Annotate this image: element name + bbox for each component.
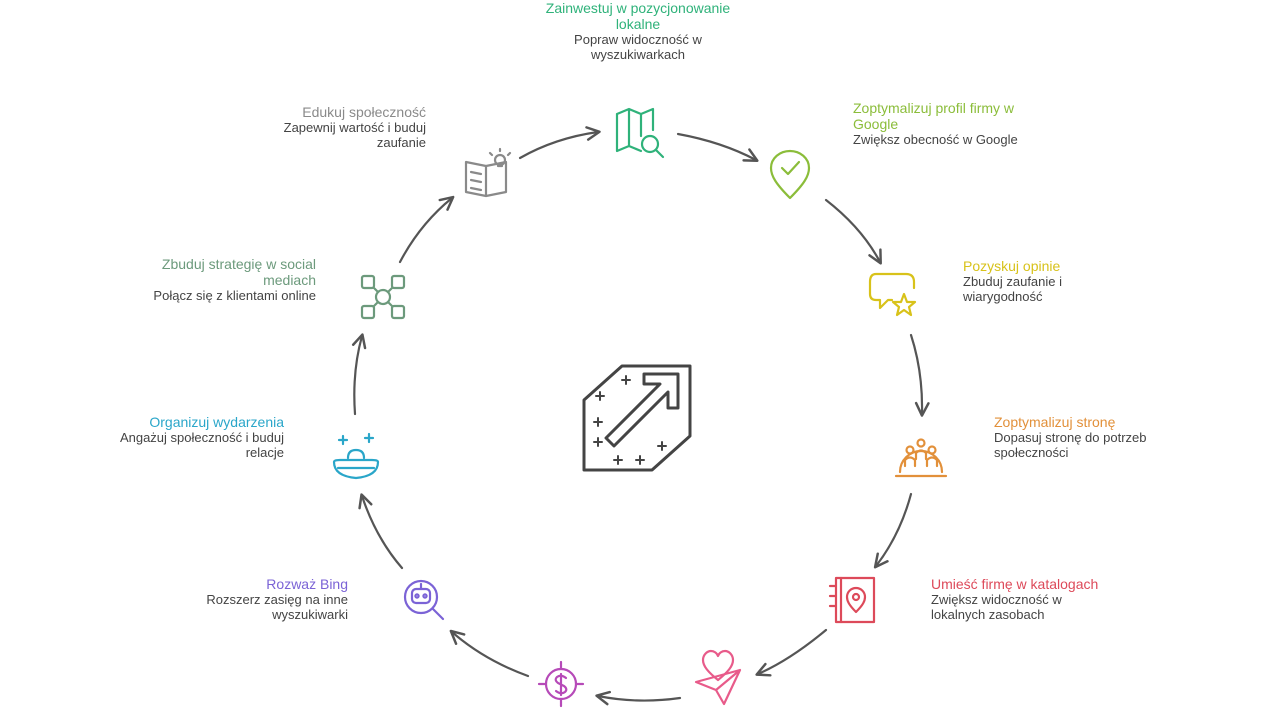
step-desc: Zwiększ widoczność w lokalnych zasobach xyxy=(931,592,1062,622)
arrow-google-to-reviews xyxy=(824,198,882,265)
arrow-website-to-directories xyxy=(873,492,913,569)
label-directories: Umieść firmę w katalogach Zwiększ widocz… xyxy=(931,576,1101,622)
label-reviews: Pozyskuj opinie Zbuduj zaufanie i wiaryg… xyxy=(963,258,1113,304)
step-title: Rozważ Bing xyxy=(266,576,348,592)
location-check-icon xyxy=(769,149,811,200)
label-events: Organizuj wydarzenia Angażuj społeczność… xyxy=(94,414,284,460)
social-network-icon xyxy=(360,274,406,320)
label-website: Zoptymalizuj stronę Dopasuj stronę do po… xyxy=(994,414,1184,460)
step-title: Zoptymalizuj stronę xyxy=(994,414,1116,430)
step-title: Edukuj społeczność xyxy=(302,104,426,120)
map-search-icon xyxy=(615,107,665,159)
step-desc: Zwiększ obecność w Google xyxy=(853,132,1018,147)
step-desc: Rozszerz zasięg na inne wyszukiwarki xyxy=(206,592,348,622)
book-idea-icon xyxy=(464,147,512,198)
heart-plane-icon xyxy=(694,649,742,706)
label-social: Zbuduj strategię w social mediach Połącz… xyxy=(120,256,316,303)
growth-arrow-icon xyxy=(582,364,692,472)
arrow-educate-to-local xyxy=(518,126,601,160)
step-title: Zoptymalizuj profil firmy w Google xyxy=(853,100,1015,132)
arrow-next-to-dollar xyxy=(595,690,682,706)
arrow-social-to-educate xyxy=(398,195,455,264)
arrow-directories-to-next xyxy=(755,628,828,677)
label-educate: Edukuj społeczność Zapewnij wartość i bu… xyxy=(244,104,426,150)
step-desc: Popraw widoczność w wyszukiwarkach xyxy=(574,32,702,62)
arrow-bing-to-events xyxy=(358,493,404,570)
label-google-profile: Zoptymalizuj profil firmy w Google Zwięk… xyxy=(853,100,1043,147)
arrow-local-to-google xyxy=(676,132,759,162)
arrow-events-to-social xyxy=(351,333,367,416)
step-title: Umieść firmę w katalogach xyxy=(931,576,1099,592)
step-title: Organizuj wydarzenia xyxy=(149,414,284,430)
robot-search-icon xyxy=(403,579,445,621)
directory-book-icon xyxy=(828,576,876,624)
arrow-reviews-to-website xyxy=(909,333,930,417)
review-star-icon xyxy=(868,272,917,317)
step-title: Zainwestuj w pozycjonowanie lokalne xyxy=(545,0,731,32)
label-local-seo: Zainwestuj w pozycjonowanie lokalne Popr… xyxy=(538,0,738,62)
label-bing: Rozważ Bing Rozszerz zasięg na inne wysz… xyxy=(174,576,348,622)
event-sparkle-icon xyxy=(332,432,380,480)
step-desc: Zapewnij wartość i buduj zaufanie xyxy=(283,120,426,150)
community-globe-icon xyxy=(894,438,948,478)
step-desc: Zbuduj zaufanie i wiarygodność xyxy=(963,274,1063,304)
dollar-target-icon xyxy=(537,660,585,708)
step-title: Pozyskuj opinie xyxy=(963,258,1061,274)
step-desc: Dopasuj stronę do potrzeb społeczności xyxy=(994,430,1147,460)
step-desc: Połącz się z klientami online xyxy=(153,288,316,303)
arrow-dollar-to-bing xyxy=(449,629,530,678)
step-desc: Angażuj społeczność i buduj relacje xyxy=(119,430,284,460)
step-title: Zbuduj strategię w social mediach xyxy=(161,256,316,288)
